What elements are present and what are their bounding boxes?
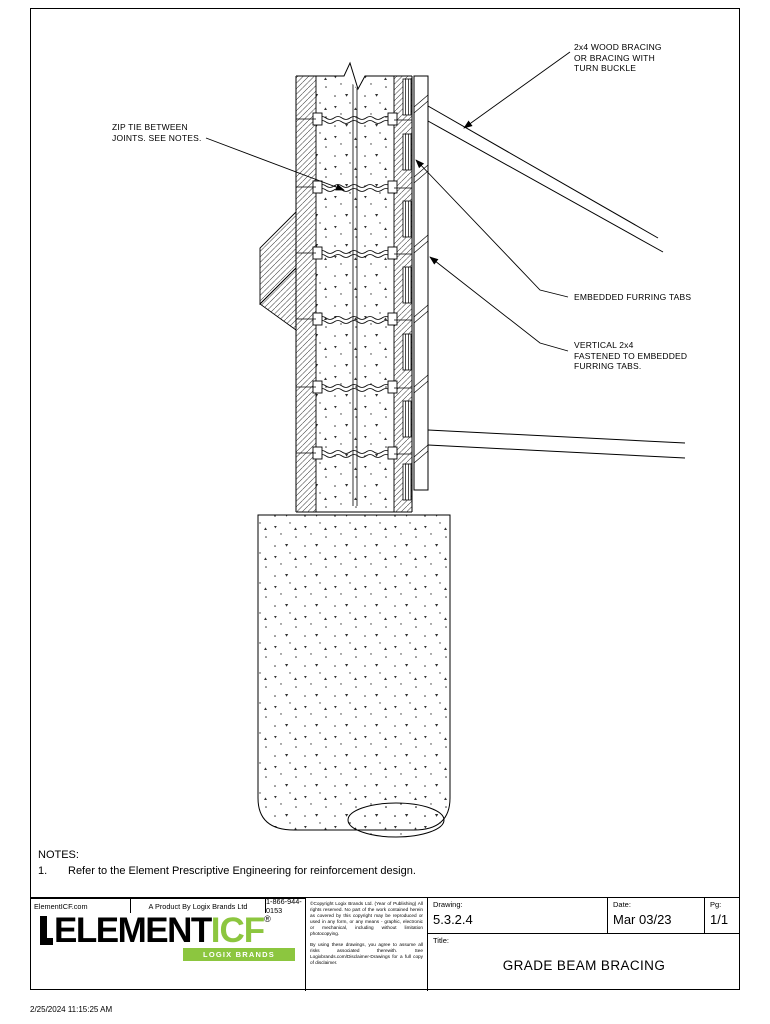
title-block: ELEMENTICF® LOGIX BRANDS ElementICF.com … [30, 897, 740, 991]
drawing-label: Drawing: [433, 900, 463, 909]
copyright-paragraph-1: ©Copyright Logix Brands Ltd. (Year of Pu… [310, 901, 423, 936]
logix-brands-label: LOGIX BRANDS [203, 950, 275, 959]
logo-text-icf: ICF [210, 911, 265, 950]
page-number-cell: Pg: 1/1 [704, 898, 740, 933]
concrete-core [316, 76, 394, 512]
left-eps-panel [296, 76, 316, 512]
page-border [30, 8, 740, 990]
callout-furring-tabs: EMBEDDED FURRING TABS [574, 292, 692, 302]
drawing-number: 5.3.2.4 [433, 912, 473, 927]
callout-wood-bracing: 2x4 WOOD BRACING OR BRACING WITH TURN BU… [574, 42, 662, 73]
vertical-2x4 [413, 75, 429, 491]
print-timestamp: 2/25/2024 11:15:25 AM [30, 1005, 113, 1014]
element-logo-mark-icon [40, 916, 53, 945]
title-label: Title: [433, 936, 449, 945]
page-value: 1/1 [710, 912, 729, 927]
notes-heading: NOTES: [38, 849, 79, 861]
note-number: 1. [38, 865, 48, 877]
leader-zip-tie [205, 137, 345, 191]
callout-leaders [205, 51, 571, 352]
wall-section [259, 61, 413, 513]
copyright-cell: ©Copyright Logix Brands Ltd. (Year of Pu… [305, 898, 427, 991]
notes-section: NOTES: 1. Refer to the Element Prescript… [38, 849, 638, 877]
note-text: Refer to the Element Prescriptive Engine… [68, 865, 416, 877]
leader-furring-tabs [415, 159, 569, 298]
page-label: Pg: [710, 900, 722, 909]
note-item-1: 1. Refer to the Element Prescriptive Eng… [38, 865, 638, 877]
sheet-title: GRADE BEAM BRACING [502, 958, 666, 973]
copyright-paragraph-2: By using these drawings, you agree to as… [310, 942, 423, 965]
embedded-furring-tabs [402, 78, 412, 501]
title-block-footer: ElementICF.com A Product By Logix Brands… [30, 897, 305, 915]
title-cell: Title: GRADE BEAM BRACING [427, 933, 740, 991]
date-value: Mar 03/23 [613, 912, 672, 927]
date-cell: Date: Mar 03/23 [607, 898, 704, 933]
grade-beam-round-bottom [347, 802, 445, 838]
element-icf-logo: ELEMENTICF® LOGIX BRANDS [40, 911, 295, 961]
leader-wood-bracing [463, 51, 571, 129]
break-line [296, 61, 412, 91]
logo-cell: ELEMENTICF® LOGIX BRANDS [30, 898, 305, 976]
callout-zip-tie: ZIP TIE BETWEEN JOINTS. SEE NOTES. [112, 122, 202, 143]
logo-text-element: ELEMENT [54, 911, 212, 950]
callout-vertical-2x4: VERTICAL 2x4 FASTENED TO EMBEDDED FURRIN… [574, 340, 688, 371]
registered-mark: ® [264, 914, 271, 924]
leader-vertical-2x4 [429, 256, 569, 352]
wood-bracing [427, 105, 686, 459]
drawing-number-cell: Drawing: 5.3.2.4 [427, 898, 607, 933]
date-label: Date: [613, 900, 631, 909]
website-text: ElementICF.com [34, 901, 88, 911]
grade-beam [257, 514, 451, 838]
phone-text: 1-866-944-0153 [265, 897, 305, 915]
product-by-text: A Product By Logix Brands Ltd [130, 899, 265, 913]
logix-brands-bar: LOGIX BRANDS [183, 948, 295, 961]
